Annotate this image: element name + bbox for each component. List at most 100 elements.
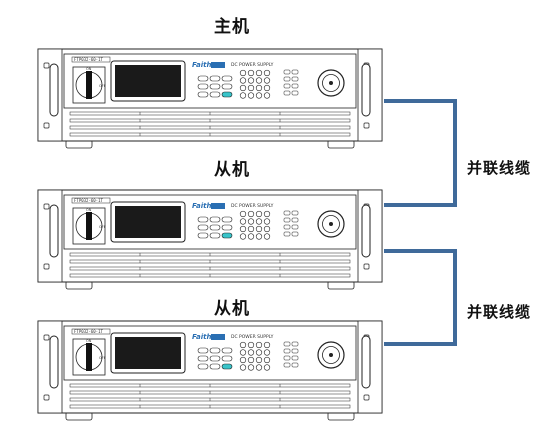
numeric-key	[239, 225, 247, 233]
function-key	[209, 75, 221, 82]
brand-logo: Faith	[192, 61, 211, 69]
numeric-key	[255, 225, 263, 233]
function-key	[197, 216, 209, 223]
numeric-key	[239, 69, 247, 77]
numeric-key	[239, 210, 247, 218]
model-label: FTP032-60-1T	[74, 198, 103, 203]
numeric-key	[247, 233, 255, 240]
slave-unit-2-title: 从机	[214, 299, 250, 319]
function-key	[221, 347, 233, 354]
cursor-key	[283, 348, 291, 354]
brand-logo-mark	[211, 62, 225, 68]
numeric-key	[263, 84, 271, 92]
numeric-key	[239, 341, 247, 349]
function-key	[197, 83, 209, 90]
function-key	[209, 216, 221, 223]
handle-right	[361, 63, 371, 117]
switch-on-label: ON	[86, 208, 92, 212]
switch-off-label: OFF	[99, 225, 106, 229]
function-key	[221, 224, 233, 231]
display-screen	[115, 337, 181, 369]
cursor-key	[283, 362, 291, 368]
numeric-key	[263, 92, 271, 99]
numeric-key	[263, 349, 271, 356]
numeric-key	[247, 92, 255, 99]
numeric-key	[263, 69, 271, 77]
rack-screw-hole	[363, 263, 370, 270]
cursor-key	[291, 362, 299, 368]
rack-screw-hole	[43, 203, 50, 210]
model-label: FTP032-60-1T	[74, 57, 103, 62]
numeric-key	[247, 364, 255, 371]
switch-on-label: ON	[86, 339, 92, 343]
numeric-key	[263, 218, 271, 225]
cursor-key	[283, 69, 291, 75]
function-key	[197, 224, 209, 231]
cursor-key	[283, 210, 291, 216]
slave-unit-1-title: 从机	[214, 160, 250, 180]
model-label-box	[71, 197, 111, 204]
cursor-key	[283, 83, 291, 89]
rack-screw-hole	[43, 394, 50, 401]
power-switch-lever	[86, 343, 92, 371]
numeric-key	[247, 356, 255, 364]
panel-title: DC POWER SUPPLY	[231, 203, 274, 209]
numeric-key	[247, 225, 255, 233]
model-label: FTP032-60-1T	[74, 329, 103, 334]
rack-screw-hole	[363, 394, 370, 401]
function-key	[209, 91, 221, 98]
function-key	[209, 83, 221, 90]
model-label-box	[71, 328, 111, 335]
numeric-key	[255, 77, 263, 84]
numeric-key	[263, 356, 271, 364]
parallel-cable-label-1: 并联线缆	[467, 159, 532, 177]
function-key	[221, 75, 233, 82]
cursor-key	[291, 348, 299, 354]
numeric-key	[263, 364, 271, 371]
function-key	[221, 232, 233, 239]
rack-screw-hole	[43, 122, 50, 129]
numeric-key	[247, 349, 255, 356]
cursor-key	[291, 231, 299, 237]
function-key	[197, 355, 209, 362]
numeric-key	[239, 349, 247, 356]
switch-off-label: OFF	[99, 356, 106, 360]
numeric-key	[255, 233, 263, 240]
cursor-key	[291, 224, 299, 230]
panel-title: DC POWER SUPPLY	[231, 334, 274, 340]
handle-right	[361, 204, 371, 258]
numeric-key	[255, 364, 263, 371]
display-screen	[115, 65, 181, 97]
rack-screw-hole	[363, 122, 370, 129]
numeric-key	[239, 218, 247, 225]
function-key	[221, 363, 233, 370]
rack-screw-hole	[43, 263, 50, 270]
numeric-key	[255, 210, 263, 218]
function-key	[197, 91, 209, 98]
numeric-key	[239, 356, 247, 364]
function-key	[209, 224, 221, 231]
numeric-key	[255, 92, 263, 99]
function-key	[209, 363, 221, 370]
function-key	[197, 75, 209, 82]
model-label-box	[71, 56, 111, 63]
cursor-key	[283, 341, 291, 347]
numeric-key	[247, 77, 255, 84]
rotary-knob-center	[329, 81, 333, 85]
cursor-key	[283, 217, 291, 223]
numeric-key	[255, 84, 263, 92]
rack-screw-hole	[43, 62, 50, 69]
power-switch-lever	[86, 71, 92, 99]
parallel-cable-label-2: 并联线缆	[467, 303, 532, 321]
numeric-key	[247, 69, 255, 77]
numeric-key	[255, 349, 263, 356]
cursor-key	[291, 217, 299, 223]
numeric-key	[247, 84, 255, 92]
cursor-key	[283, 224, 291, 230]
function-key	[197, 347, 209, 354]
numeric-key	[255, 356, 263, 364]
handle-left	[49, 335, 59, 389]
